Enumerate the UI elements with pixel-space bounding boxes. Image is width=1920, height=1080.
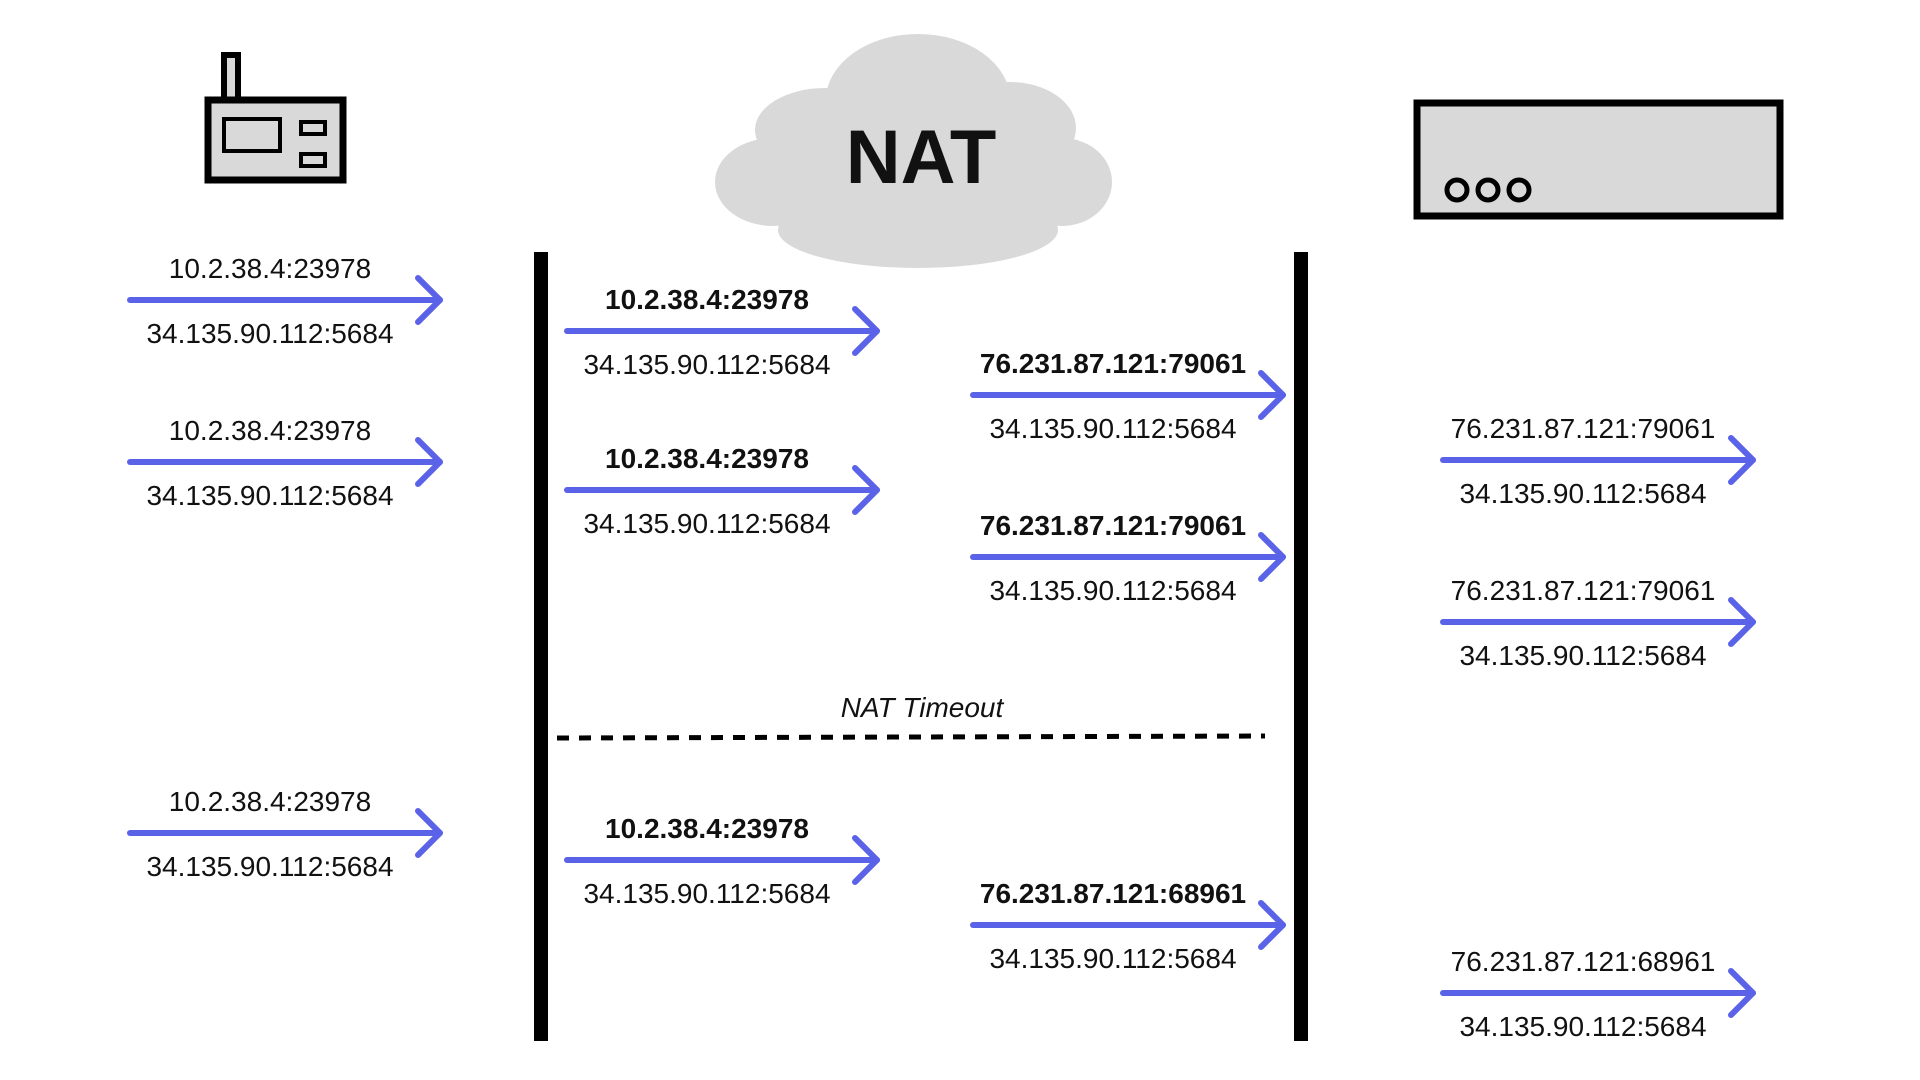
destination-address: 34.135.90.112:5684: [583, 878, 830, 909]
arrow-head: [415, 275, 443, 325]
source-address: 10.2.38.4:23978: [605, 443, 809, 474]
source-address: 76.231.87.121:79061: [980, 510, 1246, 541]
arrow-head: [415, 437, 443, 487]
message-arrows: 10.2.38.4:2397834.135.90.112:568410.2.38…: [127, 253, 1756, 1042]
cloud-icon: [715, 34, 1112, 268]
source-address: 76.231.87.121:68961: [1451, 946, 1716, 977]
destination-address: 34.135.90.112:5684: [146, 480, 393, 511]
destination-address: 34.135.90.112:5684: [1459, 640, 1706, 671]
message-nat-in: 10.2.38.4:23978 34.135.90.112:5684: [564, 443, 880, 539]
message-server: 76.231.87.121:68961 34.135.90.112:5684: [1440, 946, 1756, 1042]
arrow-head: [415, 808, 443, 858]
arrow-head: [852, 465, 880, 515]
arrow-head: [1728, 435, 1756, 485]
destination-address: 34.135.90.112:5684: [1459, 478, 1706, 509]
source-address: 10.2.38.4:23978: [605, 813, 809, 844]
arrow-head: [1258, 370, 1286, 420]
destination-address: 34.135.90.112:5684: [989, 575, 1236, 606]
source-address: 76.231.87.121:79061: [1451, 413, 1716, 444]
nat-label: NAT: [846, 115, 997, 200]
message-nat-in: 10.2.38.4:23978 34.135.90.112:5684: [564, 284, 880, 380]
destination-address: 34.135.90.112:5684: [989, 943, 1236, 974]
source-address: 76.231.87.121:68961: [980, 878, 1246, 909]
source-address: 10.2.38.4:23978: [169, 415, 371, 446]
destination-address: 34.135.90.112:5684: [583, 508, 830, 539]
source-address: 76.231.87.121:79061: [1451, 575, 1716, 606]
server-icon: [1413, 99, 1784, 220]
message-device: 10.2.38.4:23978 34.135.90.112:5684: [127, 253, 443, 349]
message-nat-out: 76.231.87.121:79061 34.135.90.112:5684: [970, 348, 1286, 444]
arrow-head: [1728, 968, 1756, 1018]
destination-address: 34.135.90.112:5684: [989, 413, 1236, 444]
message-server: 76.231.87.121:79061 34.135.90.112:5684: [1440, 413, 1756, 509]
message-nat-in: 10.2.38.4:23978 34.135.90.112:5684: [564, 813, 880, 909]
message-nat-out: 76.231.87.121:68961 34.135.90.112:5684: [970, 878, 1286, 974]
source-address: 76.231.87.121:79061: [980, 348, 1246, 379]
radio-device-icon: [204, 52, 347, 184]
arrow-head: [852, 306, 880, 356]
nat-inner-boundary: [534, 252, 548, 1041]
source-address: 10.2.38.4:23978: [605, 284, 809, 315]
source-address: 10.2.38.4:23978: [169, 253, 371, 284]
arrow-head: [1258, 900, 1286, 950]
arrow-head: [1728, 597, 1756, 647]
destination-address: 34.135.90.112:5684: [1459, 1011, 1706, 1042]
message-server: 76.231.87.121:79061 34.135.90.112:5684: [1440, 575, 1756, 671]
nat-outer-boundary: [1294, 252, 1308, 1041]
arrow-head: [1258, 532, 1286, 582]
source-address: 10.2.38.4:23978: [169, 786, 371, 817]
arrow-head: [852, 835, 880, 885]
destination-address: 34.135.90.112:5684: [146, 318, 393, 349]
nat-timeout-label: NAT Timeout: [841, 692, 1005, 723]
destination-address: 34.135.90.112:5684: [583, 349, 830, 380]
message-device: 10.2.38.4:23978 34.135.90.112:5684: [127, 786, 443, 882]
message-device: 10.2.38.4:23978 34.135.90.112:5684: [127, 415, 443, 511]
nat-timeout-separator: [556, 733, 1266, 741]
destination-address: 34.135.90.112:5684: [146, 851, 393, 882]
message-nat-out: 76.231.87.121:79061 34.135.90.112:5684: [970, 510, 1286, 606]
